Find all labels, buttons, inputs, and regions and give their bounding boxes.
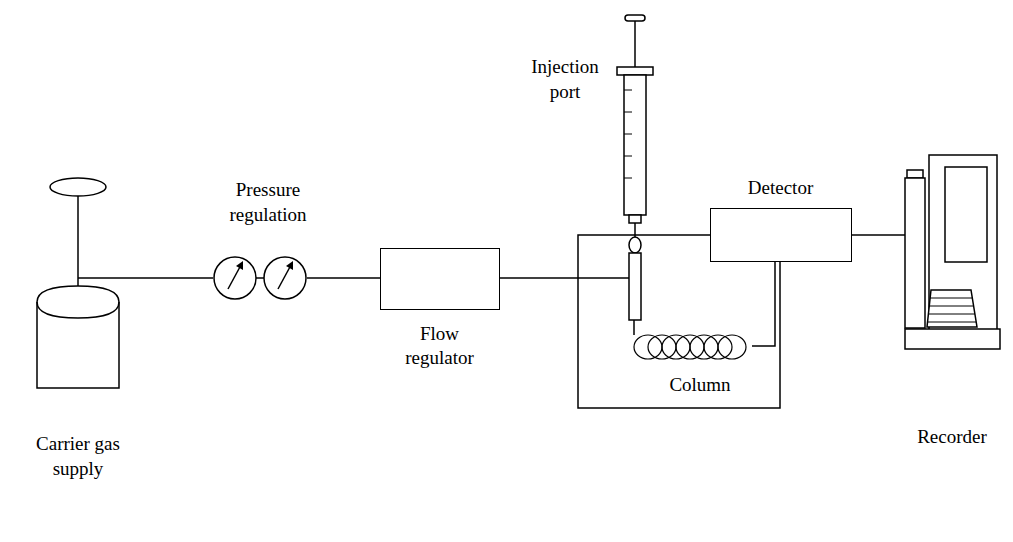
column-coil-drawing: [628, 335, 752, 360]
part-label: Flow regulator: [392, 322, 487, 371]
recorder-base: [905, 329, 1000, 349]
side-panel: [905, 178, 925, 328]
injection-syringe: Injection port: [615, 15, 655, 320]
injection-syringe-drawing: [615, 15, 655, 320]
part-label: Detector: [731, 176, 831, 201]
pressure-gauges: Pressure regulation: [213, 256, 307, 300]
gauge-needle: [228, 265, 241, 289]
gas-outlet: [78, 277, 120, 279]
gas-line: [120, 277, 213, 279]
finger-flange: [617, 67, 653, 75]
key-row: [928, 314, 975, 315]
part-label: Injection port: [518, 55, 613, 104]
part-label: Pressure regulation: [213, 178, 323, 227]
inlet-stub: [615, 277, 629, 279]
column-coil: Column: [628, 335, 752, 360]
needle-head: [236, 261, 243, 270]
scale-tick: [624, 134, 632, 135]
keyboard: [927, 290, 977, 327]
part-label: Carrier gas supply: [18, 432, 138, 481]
detector-box: Detector: [710, 208, 852, 262]
injector-tube: [629, 253, 641, 320]
gas-line: [752, 262, 775, 346]
needle-head: [286, 261, 293, 270]
scale-tick: [624, 156, 632, 157]
needle-hub: [629, 215, 641, 223]
recorder-device-drawing: [905, 155, 1000, 352]
plunger-rod: [634, 21, 636, 70]
septum: [629, 237, 641, 253]
side-cap: [907, 170, 923, 178]
scale-tick: [624, 112, 632, 113]
gas-cylinder-drawing: [35, 178, 120, 392]
scale-tick: [624, 90, 632, 91]
scale-tick: [624, 178, 632, 179]
valve-handle: [50, 178, 106, 196]
key-row: [929, 306, 974, 307]
valve-stem: [77, 196, 79, 286]
recorder-device: Recorder: [905, 155, 1000, 352]
gas-line: [307, 277, 380, 279]
key-row: [927, 322, 976, 323]
pressure-gauges-drawing: [213, 256, 307, 300]
part-label: Column: [655, 373, 745, 398]
pressure-gauge: [264, 257, 306, 299]
gas-line: [852, 234, 905, 236]
flow-regulator-box: Flow regulator: [380, 248, 500, 310]
part-label: Recorder: [902, 425, 1002, 450]
gauge-needle: [278, 265, 291, 289]
syringe-barrel: [624, 75, 646, 215]
cylinder-shoulder: [37, 302, 119, 318]
pressure-gauge: [214, 257, 256, 299]
recorder-screen: [945, 167, 987, 262]
column-turn: [718, 335, 746, 359]
gauge-link: [256, 277, 264, 279]
gas-line: [500, 277, 615, 279]
plunger-cap: [625, 15, 645, 21]
cylinder-body: [37, 286, 119, 388]
key-row: [930, 298, 973, 299]
gas-cylinder: Carrier gas supply: [35, 178, 120, 392]
gas-line: [633, 320, 635, 335]
